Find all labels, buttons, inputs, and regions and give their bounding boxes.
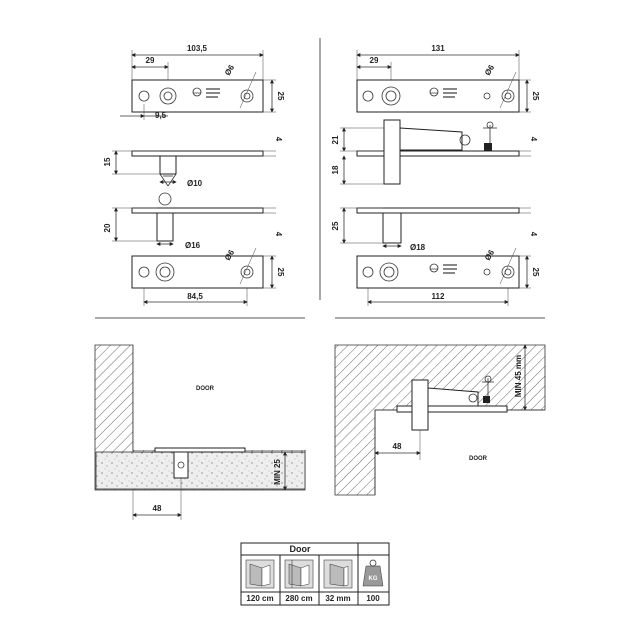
bottom-right-plate-side xyxy=(356,207,520,214)
dim-edge-top-left: 9,5 xyxy=(155,111,167,120)
logo-mark xyxy=(192,87,202,97)
dim-bottom-height-top-right: 25 xyxy=(531,268,540,277)
dim-offset-top-left: 29 xyxy=(146,56,155,65)
weight-icon: KG xyxy=(362,559,384,587)
arm-bracket xyxy=(399,127,463,151)
install-left: DOOR MIN 25 48 xyxy=(94,344,306,520)
pivot-body xyxy=(156,212,174,242)
spec-value-width: 120 cm xyxy=(246,594,273,603)
dim-pin-height: 15 xyxy=(103,157,112,166)
min-label-right: MIN 45 mm xyxy=(514,355,523,397)
door-thickness-icon xyxy=(323,559,353,589)
dim-pivot-height-top-right: 25 xyxy=(331,221,340,230)
install-right: DOOR MIN 45 mm 48 xyxy=(334,344,546,496)
top-left-drawing: 103,5 29 ASSA Ø6 25 9,5 15 Ø10 4 xyxy=(103,44,285,306)
door-label-left: DOOR xyxy=(196,386,215,392)
dim-bottom-height-top-left: 25 xyxy=(276,268,285,277)
dim-hole-dia-top-right: Ø6 xyxy=(483,63,497,77)
dim-arm-lower: 18 xyxy=(331,165,340,174)
floor-concrete xyxy=(95,451,306,490)
bottom-left-plate-plan xyxy=(131,255,264,289)
ceiling-arm xyxy=(427,387,479,407)
min-label-left: MIN 25 xyxy=(273,459,282,485)
pivot-hole xyxy=(159,87,177,105)
dim-thickness-top-left: 4 xyxy=(274,137,283,142)
pivot-body xyxy=(382,212,402,244)
door-label-right: DOOR xyxy=(469,456,488,462)
dim-pivot-height: 20 xyxy=(103,223,112,232)
pivot-hole xyxy=(155,262,175,282)
dim-bottom-length-top-right: 112 xyxy=(432,292,445,301)
dim-height-top-left: 25 xyxy=(276,92,285,101)
bottom-right-plate-plan xyxy=(356,255,520,289)
logo-text: ASSA xyxy=(430,267,438,271)
offset-label-right: 48 xyxy=(393,442,402,451)
door-height-icon xyxy=(284,559,314,589)
ball-bearing xyxy=(158,192,172,206)
dim-pivot-dia: Ø16 xyxy=(185,241,201,250)
spec-table: Door KG 120 cm 280 cm 32 mm 100 xyxy=(240,542,390,606)
logo-text: ASSA xyxy=(430,91,438,95)
spec-value-thickness: 32 mm xyxy=(325,594,350,603)
pin-body xyxy=(159,155,177,175)
dim-overall-top-right: 131 xyxy=(431,44,445,53)
bottom-left-plate-side xyxy=(131,207,264,214)
ceiling-pivot xyxy=(411,379,429,431)
top-right-plate-plan xyxy=(356,79,520,113)
dim-pivot-dia-top-right: Ø18 xyxy=(410,243,426,252)
weight-icon-text: KG xyxy=(369,576,378,582)
dim-overall-top-left: 103,5 xyxy=(187,44,208,53)
spec-value-height: 280 cm xyxy=(285,594,312,603)
dim-bottom-length-top-left: 84,5 xyxy=(187,292,203,301)
offset-label-left: 48 xyxy=(153,504,162,513)
spec-table-title: Door xyxy=(290,544,311,554)
floor-pivot xyxy=(173,451,189,479)
top-right-drawing: 131 29 ASSA Ø6 25 21 18 4 xyxy=(331,44,540,306)
top-left-plate-side xyxy=(131,150,264,157)
dim-arm-thickness: 4 xyxy=(529,137,538,142)
door-width-icon xyxy=(245,559,275,589)
arm-pivot xyxy=(383,119,401,185)
dim-bottom-thickness-top-right: 4 xyxy=(529,232,538,237)
dim-arm-upper: 21 xyxy=(331,135,340,144)
dim-bottom-thickness-top-left: 4 xyxy=(274,232,283,237)
spec-value-weight: 100 xyxy=(366,594,380,603)
screw-hole xyxy=(240,89,254,103)
logo-text: ASSA xyxy=(193,91,201,95)
dim-pin-dia: Ø10 xyxy=(187,179,203,188)
dim-hole-dia-top-left: Ø6 xyxy=(223,63,237,77)
floor-plate xyxy=(154,447,246,453)
screw-hole xyxy=(138,90,150,102)
top-right-plate-side xyxy=(356,150,520,157)
dim-offset-top-right: 29 xyxy=(370,56,379,65)
dim-height-top-right: 25 xyxy=(531,92,540,101)
